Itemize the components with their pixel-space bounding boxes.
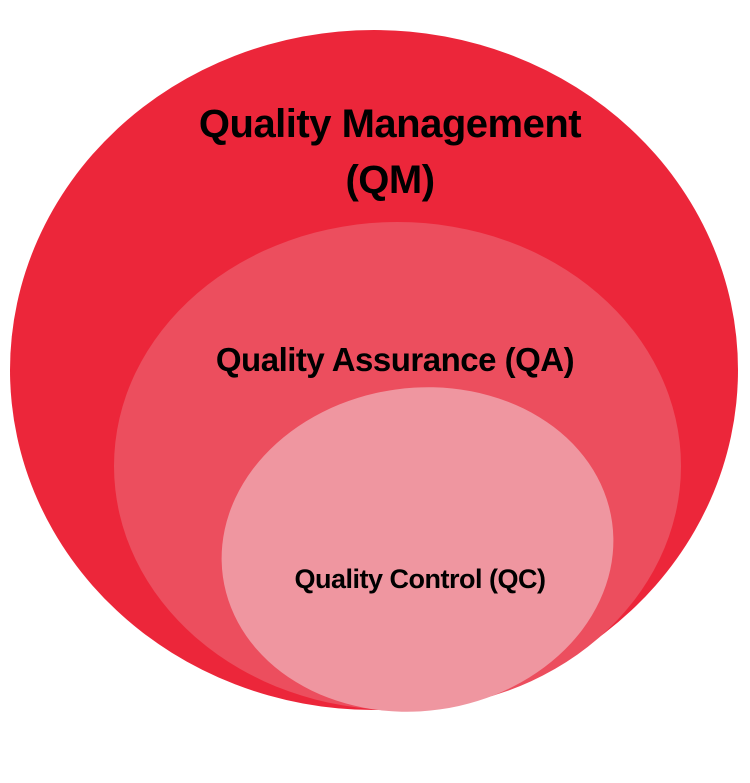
- quality-management-label-line1: Quality Management: [198, 102, 582, 146]
- quality-control-label: Quality Control (QC): [294, 564, 546, 594]
- quality-assurance-label: Quality Assurance (QA): [215, 341, 575, 378]
- quality-management-label-line2: (QM): [345, 158, 435, 202]
- quality-management-label: Quality Management (QM): [165, 96, 615, 208]
